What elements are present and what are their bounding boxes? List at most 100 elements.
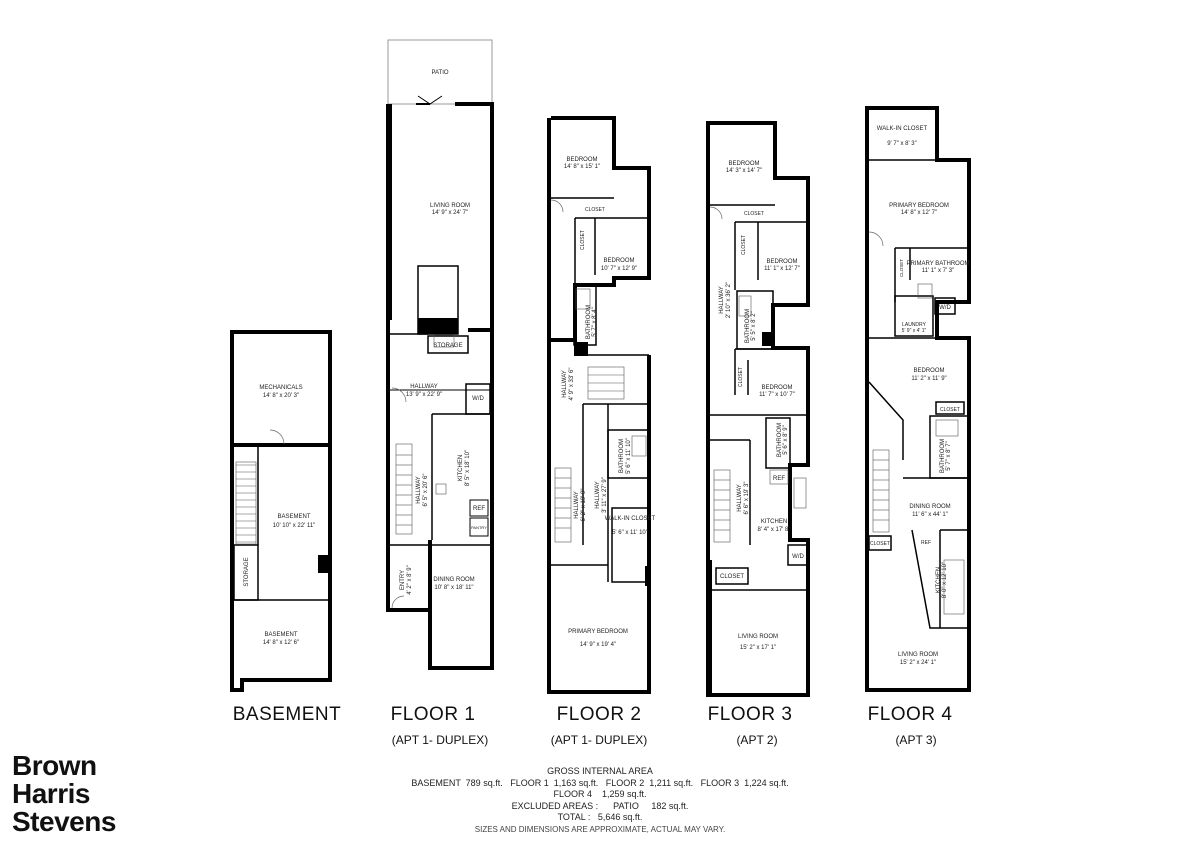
room-dims: 5' 6" x 8' 9" [783, 425, 789, 455]
floor-subtitle: (APT 2) [736, 733, 777, 747]
area-heading: GROSS INTERNAL AREA [547, 766, 653, 776]
floor2-labels: BEDROOM 14' 8" x 15' 1" CLOSET CLOSET BE… [562, 157, 656, 648]
room-dims: 2' 10" x 36' 2" [726, 282, 732, 318]
area-line: EXCLUDED AREAS : PATIO 182 sq.ft. [511, 800, 689, 811]
room-dims: 10' 8" x 18' 11" [434, 585, 473, 591]
floor4-plan [865, 106, 971, 692]
room-name: DINING ROOM [433, 577, 474, 583]
room-name: HALLWAY [574, 491, 580, 519]
room-name: BEDROOM [761, 385, 792, 391]
room-dims: 5' 7" x 8' 7" [946, 441, 952, 471]
brand-logo: Brown Harris Stevens [12, 752, 116, 836]
room-name: CLOSET [738, 367, 744, 387]
room-dims: 11' 6" x 44' 1" [912, 512, 948, 518]
room-dims: 11' 1" x 12' 7" [764, 266, 800, 272]
room-name: CLOSET [899, 259, 904, 277]
room-dims: 13' 9" x 22' 9" [406, 392, 442, 398]
floor-title: FLOOR 2 [557, 704, 642, 725]
room-dims: 14' 9" x 19' 4" [580, 642, 616, 648]
room-dims: 10' 7" x 12' 9" [601, 266, 637, 272]
brand-line: Brown [12, 750, 97, 781]
room-name: HALLWAY [737, 484, 743, 512]
room-dims: 14' 9" x 24' 7" [432, 210, 468, 216]
room-name: W/D [792, 554, 804, 560]
room-name: BATHROOM [745, 309, 751, 343]
room-name: BATHROOM [940, 439, 946, 473]
room-name: BEDROOM [603, 258, 634, 264]
room-name: BEDROOM [766, 259, 797, 265]
room-name: HALLWAY [719, 286, 725, 314]
room-name: MECHANICALS [259, 385, 302, 391]
room-dims: 4' 9" x 33' 6" [569, 368, 575, 401]
room-name: CLOSET [741, 235, 747, 255]
floor-subtitle: (APT 3) [895, 733, 936, 747]
room-name: BASEMENT [277, 514, 310, 520]
area-total: TOTAL : 5,646 sq.ft. [557, 812, 643, 823]
room-name: CLOSET [580, 230, 586, 250]
room-dims: 5' 7" x 8' 4" [592, 307, 598, 337]
floor4-labels: WALK-IN CLOSET 9' 7" x 8' 3" PRIMARY BED… [870, 126, 970, 666]
room-name: W/D [472, 396, 484, 402]
room-name: KITCHEN [936, 567, 942, 593]
area-line: FLOOR 4 1,259 sq.ft. [553, 789, 647, 800]
basement-plan [230, 330, 332, 692]
room-name: LIVING ROOM [898, 652, 938, 658]
room-name: PATIO [431, 70, 448, 76]
room-dims: 11' 2" x 11' 9" [911, 376, 946, 382]
room-dims: 8' 4" x 17' 8" [758, 527, 791, 533]
floor-title: FLOOR 1 [391, 704, 476, 725]
room-name: STORAGE [433, 343, 462, 349]
room-name: HALLWAY [595, 481, 601, 509]
floor1-labels: PATIO LIVING ROOM 14' 9" x 24' 7" STORAG… [400, 70, 487, 595]
area-line: BASEMENT 789 sq.ft. FLOOR 1 1,163 sq.ft.… [411, 777, 789, 788]
room-name: DINING ROOM [909, 504, 950, 510]
room-name: CLOSET [870, 541, 890, 547]
room-name: CLOSET [744, 211, 764, 217]
room-name: BATHROOM [586, 305, 592, 339]
floor1-plan [386, 39, 494, 670]
room-dims: 14' 8" x 12' 6" [263, 640, 299, 646]
floor2-plan [547, 116, 651, 694]
room-dims: 8' 5" x 18' 10" [465, 450, 471, 486]
room-name: HALLWAY [562, 370, 568, 398]
room-dims: 5' 5" x 8' 2" [751, 311, 757, 341]
room-dims: 14' 8" x 12' 7" [901, 210, 937, 216]
room-name: REF [473, 506, 485, 512]
room-dims: 15' 2" x 24' 1" [900, 660, 936, 666]
room-dims: 15' 2" x 17' 1" [740, 645, 776, 651]
room-name: KITCHEN [458, 455, 464, 481]
room-dims: 4' 2" x 8' 9" [407, 565, 413, 595]
brand-line: Harris [12, 778, 90, 809]
floor3-plan [706, 121, 810, 697]
basement-labels: MECHANICALS 14' 8" x 20' 3" BASEMENT 10'… [244, 385, 315, 646]
room-dims: 5' 6" x 11' 10" [612, 530, 648, 536]
room-name: STORAGE [244, 557, 250, 586]
room-name: BEDROOM [728, 161, 759, 167]
room-name: PRIMARY BATHROOM [906, 261, 969, 267]
room-name: KITCHEN [761, 519, 787, 525]
floor3-labels: BEDROOM 14' 3" x 14' 7" CLOSET CLOSET BE… [719, 161, 804, 651]
room-name: ENTRY [400, 570, 406, 590]
room-dims: 11' 7" x 10' 7" [759, 392, 795, 398]
floor-title: FLOOR 3 [708, 704, 793, 725]
room-dims: 10' 10" x 22' 11" [273, 523, 315, 529]
room-name: BASEMENT [264, 632, 297, 638]
room-name: LIVING ROOM [430, 203, 470, 209]
room-name: CLOSET [940, 407, 960, 413]
disclaimer: SIZES AND DIMENSIONS ARE APPROXIMATE, AC… [474, 824, 726, 834]
room-dims: 6' 2" x 19' 9" [581, 489, 587, 522]
room-name: LAUNDRY [902, 322, 926, 328]
room-dims: 8' 0" x 12' 10" [942, 562, 948, 598]
floor-title: BASEMENT [233, 704, 342, 725]
room-dims: 11' 1" x 7' 3" [922, 268, 954, 274]
brand-line: Stevens [12, 806, 116, 837]
room-dims: 6' 5" x 20' 6" [423, 474, 429, 507]
room-name: CLOSET [585, 207, 605, 213]
room-name: PRIMARY BEDROOM [568, 629, 628, 635]
room-dims: 3' 11" x 27' 9" [602, 477, 608, 513]
room-dims: 5' 6" x 11' 10" [626, 438, 632, 474]
room-name: WALK-IN CLOSET [877, 126, 928, 132]
room-name: BATHROOM [619, 439, 625, 473]
room-name: PRIMARY BEDROOM [889, 203, 949, 209]
room-dims: 14' 8" x 20' 3" [263, 393, 299, 399]
